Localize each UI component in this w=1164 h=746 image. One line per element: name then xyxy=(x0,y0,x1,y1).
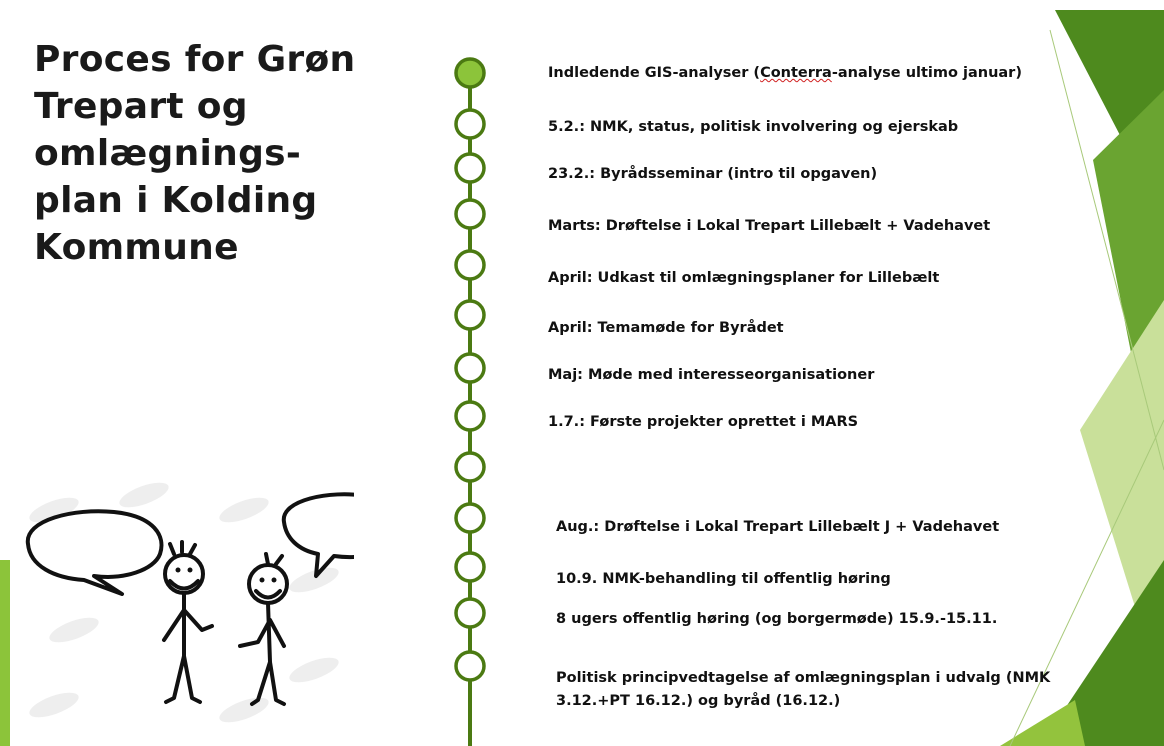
timeline-node xyxy=(454,597,486,629)
title-line: Trepart og xyxy=(34,86,248,127)
timeline-node xyxy=(454,249,486,281)
facet-line-1 xyxy=(1049,29,1164,471)
bottom-left-bar xyxy=(0,560,10,746)
timeline-item: 1.7.: Første projekter oprettet i MARS xyxy=(548,414,859,430)
facet-bottom-dark xyxy=(1040,560,1164,746)
speech-bubble-left xyxy=(25,509,164,596)
left-figure-body xyxy=(162,591,214,704)
timeline-node xyxy=(454,352,486,384)
timeline-item: Marts: Drøftelse i Lokal Trepart Lillebæ… xyxy=(548,218,991,234)
spellcheck-marked-word: Conterra xyxy=(760,65,832,81)
facet-bottom-light xyxy=(1000,700,1085,746)
timeline-node xyxy=(454,400,486,432)
timeline-item: April: Temamøde for Byrådet xyxy=(548,320,784,336)
timeline-node xyxy=(454,502,486,534)
timeline-item: 23.2.: Byrådsseminar (intro til opgaven) xyxy=(548,166,878,182)
timeline-node xyxy=(454,650,486,682)
right-figure-body xyxy=(238,601,286,706)
timeline-item: April: Udkast til omlægningsplaner for L… xyxy=(548,270,940,286)
timeline-item: Maj: Møde med interesseorganisationer xyxy=(548,367,875,383)
title-line: Proces for Grøn xyxy=(34,39,356,80)
title-line: omlægnings- xyxy=(34,133,302,174)
timeline-item: Politisk principvedtagelse af omlægnings… xyxy=(556,670,1051,709)
stick-figures-illustration xyxy=(25,482,354,723)
timeline-item: 10.9. NMK-behandling til offentlig hørin… xyxy=(556,571,891,587)
timeline-node xyxy=(454,551,486,583)
title-line: Kommune xyxy=(34,227,239,268)
facet-line-2 xyxy=(1009,419,1164,746)
slide-title: Proces for Grøn Trepart og omlægnings- p… xyxy=(34,36,394,271)
timeline-item: 8 ugers offentlig høring (og borgermøde)… xyxy=(556,611,998,627)
timeline-item: Indledende GIS-analyser (Conterra-analys… xyxy=(548,63,1022,83)
timeline-node xyxy=(454,152,486,184)
timeline-node xyxy=(454,299,486,331)
timeline-node xyxy=(454,451,486,483)
title-line: plan i Kolding xyxy=(34,180,318,221)
timeline-item-text: Indledende GIS-analyser ( xyxy=(548,65,761,81)
timeline-node-active xyxy=(454,57,486,89)
timeline-node xyxy=(454,198,486,230)
timeline-item: Aug.: Drøftelse i Lokal Trepart Lillebæl… xyxy=(556,519,1000,535)
timeline-item-text: -analyse ultimo januar) xyxy=(831,65,1022,81)
speech-bubble-right xyxy=(281,492,354,578)
timeline-item: 5.2.: NMK, status, politisk involvering … xyxy=(548,119,959,135)
timeline-node xyxy=(454,108,486,140)
faint-background-pattern xyxy=(29,482,339,723)
